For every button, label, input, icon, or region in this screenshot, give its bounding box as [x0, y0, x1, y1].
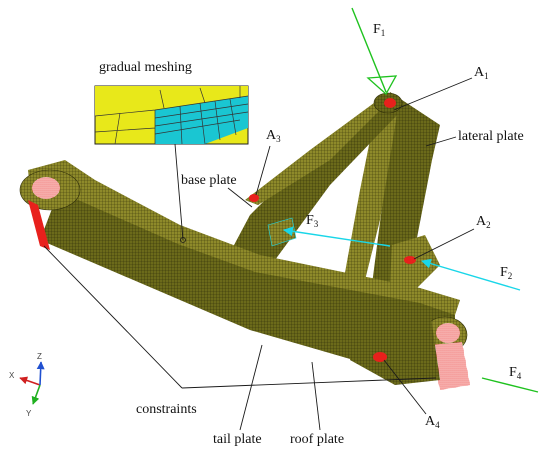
leader-a2 — [413, 228, 475, 260]
leader-a1 — [393, 77, 473, 111]
force-f3-arrow — [283, 226, 391, 247]
axis-y-label: Y — [26, 409, 32, 418]
pin-a3 — [249, 194, 259, 202]
label-point-a4: A4 — [425, 414, 440, 430]
point-labels: A1 A2 A3 A4 — [255, 65, 491, 430]
pin-hole-a1 — [384, 98, 396, 108]
right-constraint-face — [430, 342, 470, 390]
label-point-a2: A2 — [476, 214, 491, 230]
diagonal-arm-top — [245, 95, 395, 205]
force-f1-arrow — [351, 7, 387, 93]
label-tail-plate: tail plate — [213, 432, 262, 447]
label-roof-plate: roof plate — [290, 432, 344, 447]
leader-constraints-right — [181, 377, 437, 389]
diagonal-arm — [225, 100, 400, 262]
label-force-f4: F4 — [509, 365, 522, 381]
pin-a4 — [373, 352, 387, 362]
label-point-a1: A1 — [474, 65, 489, 81]
a2-bracket — [390, 235, 440, 290]
axis-y-arrow — [31, 384, 41, 405]
leader-roof-plate — [311, 361, 321, 431]
leader-a4 — [383, 359, 427, 415]
axis-x-arrow — [19, 376, 41, 386]
force-f2-arrow — [421, 258, 521, 291]
leader-gradual-meshing — [174, 143, 184, 241]
force-f4-arrow — [481, 377, 539, 393]
label-lateral-plate: lateral plate — [458, 129, 524, 144]
right-arm-front — [340, 100, 398, 300]
pin-a2 — [404, 256, 416, 264]
roof-plate-block — [350, 310, 440, 385]
label-force-f2: F2 — [500, 265, 512, 281]
label-gradual-meshing: gradual meshing — [99, 60, 192, 75]
leader-a3 — [255, 145, 271, 196]
left-lug-hole — [32, 177, 60, 199]
forces: F1 F2 F3 F4 — [283, 7, 539, 393]
coordinate-triad: X Z Y — [9, 352, 45, 418]
swing-arm-structure — [19, 92, 470, 390]
leader-base-plate — [227, 187, 253, 208]
label-base-plate: base plate — [181, 173, 237, 188]
leader-tail-plate — [239, 344, 263, 431]
part-labels: base plate lateral plate constraints tai… — [43, 129, 524, 447]
label-force-f3: F3 — [306, 213, 319, 229]
right-lug-hole — [436, 323, 460, 343]
label-force-f1: F1 — [373, 22, 385, 38]
right-arm-side — [370, 92, 440, 300]
gradual-meshing-inset: gradual meshing — [94, 60, 249, 243]
inset-yellow-top — [95, 86, 248, 116]
inset-mesh-lines — [94, 86, 249, 145]
leader-lateral-plate — [425, 136, 457, 147]
axis-z-label: Z — [37, 352, 42, 361]
leader-constraints-left — [43, 245, 183, 389]
label-point-a3: A3 — [266, 128, 281, 144]
force-f1-head — [366, 75, 398, 96]
inset-cyan-band — [155, 96, 248, 144]
f3-load-patch — [267, 217, 297, 247]
main-beam-side — [40, 188, 455, 378]
label-constraints: constraints — [136, 402, 197, 417]
main-beam-top — [28, 160, 460, 315]
axis-z-arrow — [36, 361, 45, 386]
axis-x-label: X — [9, 371, 15, 380]
left-constraint-face — [28, 200, 50, 250]
leader-end-gradual-meshing — [180, 237, 186, 243]
